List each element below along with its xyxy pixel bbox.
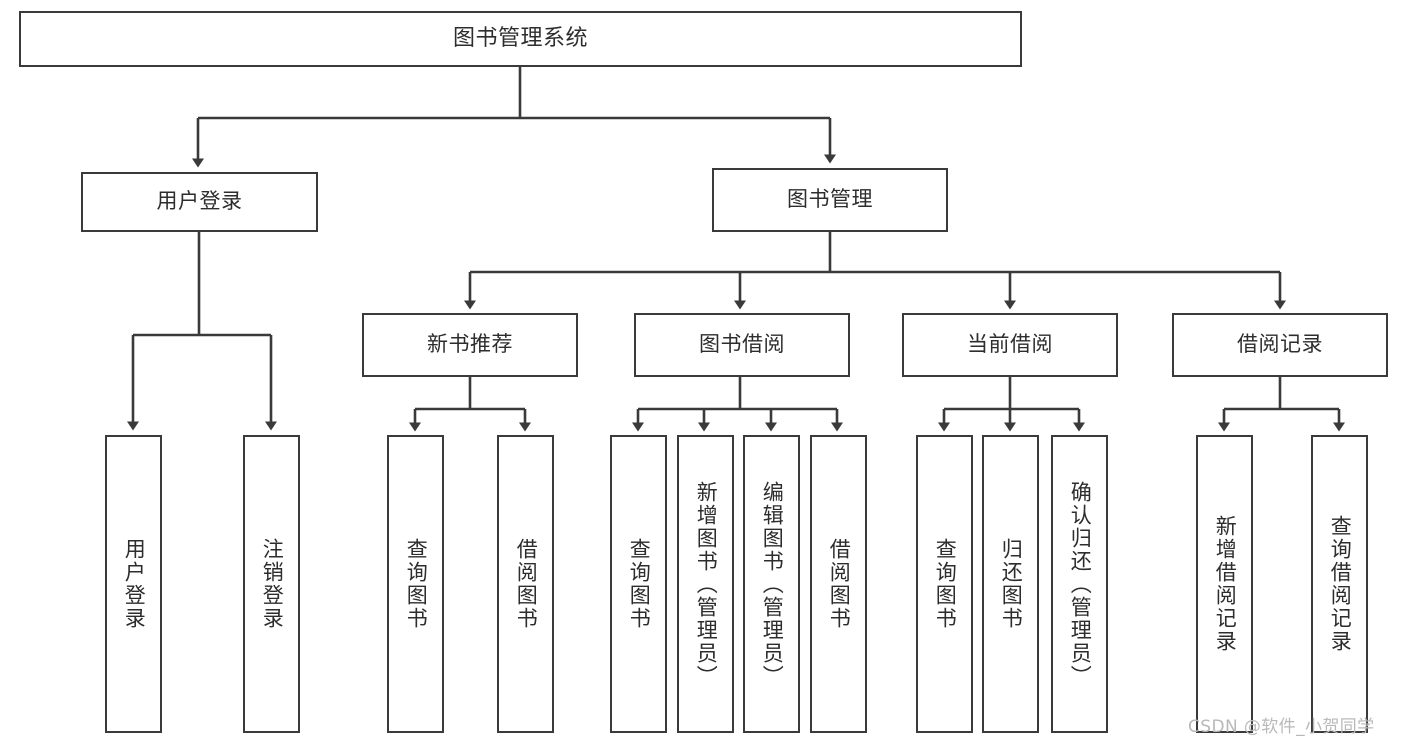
node-label: 图书管理 xyxy=(787,187,873,212)
leaf-user-login[interactable]: 用户登录 xyxy=(105,435,162,733)
leaf-return-book[interactable]: 归还图书 xyxy=(982,435,1039,733)
node-root-book-management-system[interactable]: 图书管理系统 xyxy=(19,11,1022,67)
node-label: 编辑图书（管理员） xyxy=(760,480,785,688)
leaf-add-book-admin[interactable]: 新增图书（管理员） xyxy=(677,435,734,733)
csdn-watermark: CSDN @软件_小贺同学 xyxy=(1188,717,1375,737)
node-book-borrow[interactable]: 图书借阅 xyxy=(634,313,850,377)
node-book-management[interactable]: 图书管理 xyxy=(712,168,948,232)
leaf-query-book-current[interactable]: 查询图书 xyxy=(916,435,973,733)
node-new-book-recommend[interactable]: 新书推荐 xyxy=(362,313,578,377)
leaf-borrow-book-borrow[interactable]: 借阅图书 xyxy=(810,435,867,733)
node-label: 注销登录 xyxy=(260,538,285,630)
node-label: 确认归还（管理员） xyxy=(1068,480,1093,688)
node-label: 用户登录 xyxy=(122,538,147,630)
node-label: 借阅图书 xyxy=(514,538,539,630)
node-label: 查询图书 xyxy=(404,538,429,630)
node-label: 查询借阅记录 xyxy=(1328,515,1353,653)
node-borrow-record[interactable]: 借阅记录 xyxy=(1172,313,1388,377)
node-label: 查询图书 xyxy=(933,538,958,630)
node-label: 归还图书 xyxy=(999,538,1024,630)
node-label: 查询图书 xyxy=(627,538,652,630)
node-user-login[interactable]: 用户登录 xyxy=(81,172,318,232)
node-label: 图书借阅 xyxy=(699,332,785,357)
leaf-borrow-book-new-recommend[interactable]: 借阅图书 xyxy=(497,435,554,733)
leaf-logout-login[interactable]: 注销登录 xyxy=(243,435,300,733)
leaf-query-book-new-recommend[interactable]: 查询图书 xyxy=(387,435,444,733)
node-label: 借阅记录 xyxy=(1237,332,1323,357)
node-current-borrow[interactable]: 当前借阅 xyxy=(902,313,1118,377)
leaf-add-borrow-record[interactable]: 新增借阅记录 xyxy=(1196,435,1253,733)
leaf-confirm-return-admin[interactable]: 确认归还（管理员） xyxy=(1051,435,1108,733)
node-label: 新增图书（管理员） xyxy=(694,480,719,688)
node-label: 当前借阅 xyxy=(967,332,1053,357)
node-label: 图书管理系统 xyxy=(452,25,588,51)
leaf-edit-book-admin[interactable]: 编辑图书（管理员） xyxy=(743,435,800,733)
node-label: 新增借阅记录 xyxy=(1213,515,1238,653)
leaf-query-book-borrow[interactable]: 查询图书 xyxy=(610,435,667,733)
node-label: 借阅图书 xyxy=(827,538,852,630)
node-label: 用户登录 xyxy=(156,189,243,214)
leaf-query-borrow-record[interactable]: 查询借阅记录 xyxy=(1311,435,1368,733)
node-label: 新书推荐 xyxy=(427,332,513,357)
